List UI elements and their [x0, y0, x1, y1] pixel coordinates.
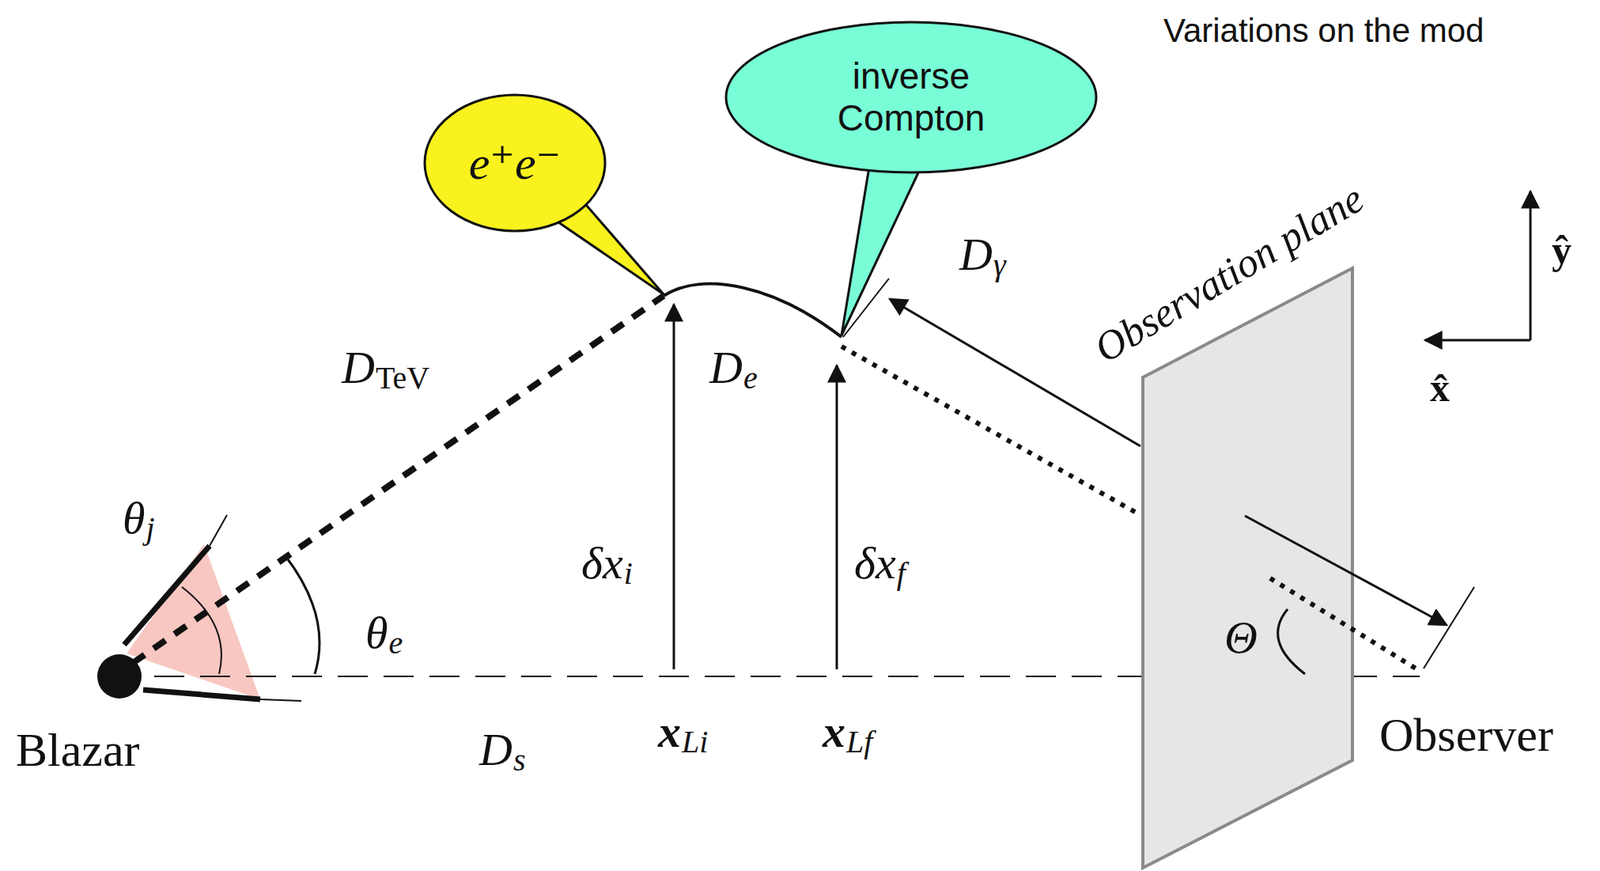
cone-edge-ext [209, 514, 227, 546]
bubble-shape [726, 22, 1097, 173]
subscript: j [146, 510, 156, 546]
cone-edge-ext [260, 699, 302, 701]
callout-text: e⁺e⁻ [469, 136, 562, 191]
angle-symbol: θ [122, 492, 146, 544]
axis-arrow [1529, 191, 1532, 341]
subscript: Lf [846, 724, 873, 760]
gamma-path [1270, 578, 1416, 669]
electron-path [663, 283, 842, 337]
gamma-path [841, 346, 1141, 515]
distance-symbol: D [709, 342, 743, 394]
direction-arrow [889, 298, 1141, 447]
subscript: i [624, 556, 633, 591]
displacement-symbol: δx [854, 537, 897, 589]
displacement-arrow [835, 365, 839, 670]
distance-symbol: D [479, 724, 513, 776]
distance-symbol: D [341, 342, 375, 394]
axis-arrow [1425, 339, 1531, 342]
angle-symbol: θ [365, 607, 389, 659]
displacement-symbol: δx [581, 537, 624, 589]
subscript: TeV [375, 360, 430, 396]
angle-arc [285, 556, 320, 674]
bubble-shape [424, 94, 606, 231]
axis-label: x̂ [1429, 366, 1450, 410]
cone-edge [143, 689, 261, 700]
subscript: e [743, 360, 758, 396]
callout-bubble: inverse Compton [724, 20, 1098, 174]
displacement-arrow [673, 304, 676, 670]
source-label: Blazar [15, 723, 140, 776]
angle-arc [181, 586, 222, 674]
position-symbol: x [658, 706, 681, 757]
angle-symbol: Θ [1224, 612, 1258, 663]
subscript: s [513, 742, 526, 778]
subscript: Li [681, 724, 708, 760]
observation-plane [1142, 268, 1353, 868]
observer-label: Observer [1379, 708, 1554, 761]
axis-label: ŷ [1551, 228, 1572, 273]
callout-bubble: e⁺e⁻ [423, 93, 607, 233]
distance-symbol: D [959, 229, 993, 280]
callout-tail [841, 162, 922, 336]
position-symbol: x [822, 706, 846, 757]
blazar-dot [97, 654, 142, 699]
subscript: γ [993, 247, 1007, 283]
tick-line [1423, 586, 1475, 669]
heading-text: Variations on the mod [1163, 12, 1484, 50]
direction-arrow [1244, 515, 1447, 625]
cone-edge [124, 545, 210, 645]
subscript: f [896, 556, 906, 591]
angle-arc [1278, 608, 1305, 674]
tev-path [132, 295, 664, 663]
callout-text: inverse Compton [808, 55, 1014, 140]
subscript: e [389, 625, 404, 661]
